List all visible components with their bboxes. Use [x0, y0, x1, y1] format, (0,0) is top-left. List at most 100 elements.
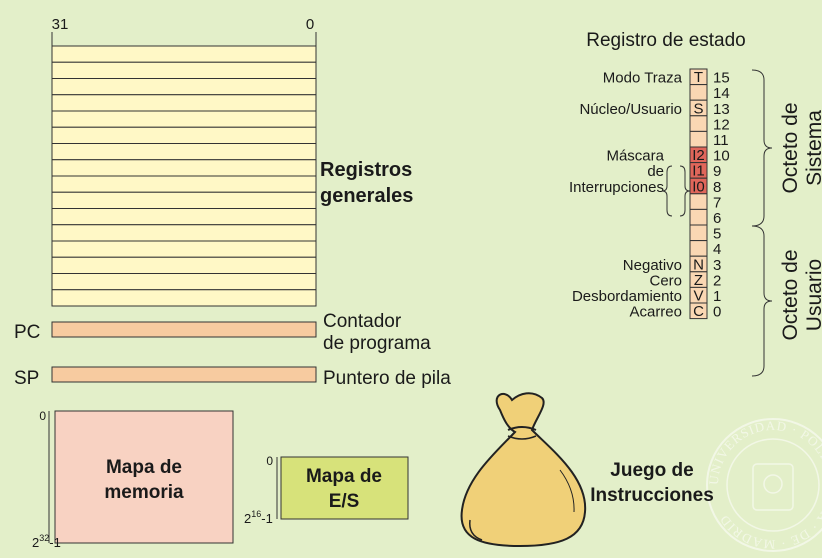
status-bit-cell	[689, 130, 708, 148]
university-seal: UNIVERSIDAD · POLITÉCNICA · DE · MADRID	[706, 418, 822, 552]
sp-label: Puntero de pila	[323, 368, 451, 389]
status-bit-number: 1	[713, 288, 721, 305]
status-bit-number: 11	[713, 132, 729, 149]
status-bit-label: Acarreo	[629, 304, 682, 321]
status-bit-number: 14	[713, 85, 730, 102]
status-bit-number: 7	[713, 194, 721, 211]
sp-register	[51, 366, 317, 383]
general-register-row	[51, 273, 317, 291]
status-bit-number: 9	[713, 163, 721, 180]
status-flag-letter: I2	[692, 147, 705, 164]
general-register-row	[51, 208, 317, 226]
stack-pointer: SP Puntero de pila	[14, 366, 451, 389]
memory-map-box	[54, 410, 234, 544]
general-registers-label-2: generales	[320, 185, 413, 207]
general-register-row	[51, 159, 317, 177]
memory-map-label-1: Mapa de	[106, 457, 182, 478]
instruction-set-label-2: Instrucciones	[590, 485, 714, 506]
status-bit-cell	[689, 240, 708, 257]
pc-name: PC	[14, 322, 40, 343]
status-bit-number: 12	[713, 116, 730, 133]
bit-31-label: 31	[52, 16, 69, 33]
status-bit-label: de	[647, 163, 664, 180]
general-register-row	[51, 224, 317, 242]
memory-map-start: 0	[39, 409, 46, 423]
pc-register	[51, 321, 317, 338]
status-flag-letter: T	[694, 69, 703, 86]
status-bit-number: 5	[713, 226, 721, 243]
status-bit-number: 10	[713, 148, 730, 165]
io-map-start: 0	[266, 454, 273, 468]
memory-map-label-2: memoria	[104, 482, 184, 503]
sp-name: SP	[14, 368, 39, 389]
system-octet-brace	[751, 69, 773, 227]
system-octet-label-2: Sistema	[803, 110, 822, 186]
status-bit-label: Máscara	[606, 148, 664, 165]
status-bit-number: 15	[713, 70, 730, 87]
status-bit-label: Negativo	[623, 257, 682, 274]
io-map-label-2: E/S	[329, 491, 360, 512]
bit-0-label: 0	[306, 16, 314, 33]
status-bit-number: 8	[713, 179, 721, 196]
memory-map-end: 232-1	[32, 533, 61, 550]
status-flag-letter: V	[693, 288, 703, 305]
general-register-row	[51, 126, 317, 144]
register-file	[51, 45, 317, 307]
status-bit-label: Modo Traza	[603, 70, 683, 87]
instruction-set-label-1: Juego de	[610, 460, 693, 481]
memory-map: 0 232-1 Mapa de memoria	[32, 409, 234, 550]
pc-label-2: de programa	[323, 333, 431, 354]
status-bit-cell	[689, 302, 708, 320]
status-flag-letter: S	[693, 100, 703, 117]
general-register-row	[51, 256, 317, 274]
general-register-row	[51, 240, 317, 258]
status-bit-cell	[689, 193, 708, 210]
general-register-row	[51, 61, 317, 79]
general-register-row	[51, 110, 317, 128]
user-octet-label-2: Usuario	[803, 259, 822, 331]
user-octet-label-1: Octeto de	[779, 249, 802, 340]
status-bit-number: 13	[713, 101, 730, 118]
general-registers-label-1: Registros	[320, 159, 412, 181]
status-bit-label: Interrupciones	[569, 179, 664, 196]
io-map-label-1: Mapa de	[306, 466, 382, 487]
system-octet-label-1: Octeto de	[779, 102, 802, 193]
general-register-row	[51, 175, 317, 193]
status-flag-letter: Z	[694, 272, 703, 289]
user-octet-brace	[751, 225, 773, 377]
general-register-row	[51, 191, 317, 209]
status-bit-cell	[689, 115, 708, 132]
status-bit-number: 3	[713, 257, 721, 274]
status-bit-number: 4	[713, 241, 721, 258]
pc-label-1: Contador	[323, 311, 402, 332]
status-register-title: Registro de estado	[586, 30, 746, 51]
io-map-end: 216-1	[244, 509, 273, 526]
status-bit-number: 2	[713, 272, 721, 289]
status-bit-label: Cero	[649, 272, 682, 289]
general-registers: 31 0 Registros generales	[51, 16, 413, 307]
general-register-row	[51, 78, 317, 96]
status-flag-letter: C	[693, 303, 704, 320]
general-register-row	[51, 94, 317, 112]
io-map: 0 216-1 Mapa de E/S	[244, 454, 409, 526]
io-map-box	[280, 456, 409, 520]
general-register-row	[51, 143, 317, 161]
money-bag-icon	[460, 392, 587, 548]
instruction-set: Juego de Instrucciones	[590, 460, 714, 506]
status-bit-label: Desbordamiento	[572, 288, 682, 305]
mask-brace-right	[679, 165, 691, 217]
general-register-row	[51, 289, 317, 307]
program-counter: PC Contador de programa	[14, 311, 431, 354]
status-bit-number: 6	[713, 210, 721, 227]
status-bit-cell	[689, 208, 708, 226]
status-flag-letter: I1	[692, 163, 705, 180]
mask-brace-left	[661, 165, 673, 217]
status-bit-number: 0	[713, 304, 721, 321]
status-bit-cell	[689, 84, 708, 101]
general-register-row	[51, 45, 317, 63]
status-bit-label: Núcleo/Usuario	[579, 101, 682, 118]
